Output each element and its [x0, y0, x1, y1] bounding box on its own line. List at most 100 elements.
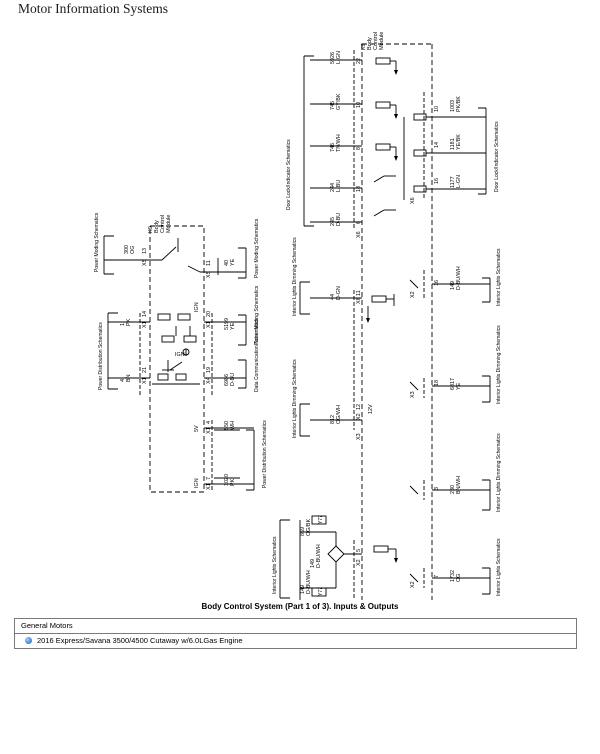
- rm-lconn-0: X6: [356, 231, 362, 238]
- rm-rpin-5: 3: [434, 487, 440, 490]
- lm-wire-id-4: 5199: [224, 318, 230, 330]
- rm-lwire-color-4: D-BU: [336, 213, 342, 226]
- lm-ref-0: Power Moding Schematics: [94, 212, 100, 272]
- diode-label-0: Y77: [318, 515, 324, 524]
- wiring-diagram: K9 Body Control Module X5 X5 X1 X1 X1 X4…: [94, 32, 502, 600]
- rm-lwire-id-6: 812: [330, 415, 336, 424]
- lm-wire-color-5: D-BU: [230, 373, 236, 386]
- rm-rwire-id-0: 1003: [450, 100, 456, 112]
- rm-lconn-4: X2: [356, 559, 362, 566]
- rm-lwire-id-4: 245: [330, 217, 336, 226]
- rm-lconn-3: X3: [356, 433, 362, 440]
- rm-rwire-color-2: L-GN: [456, 175, 462, 188]
- lm-ref-5: Power Distribution Schematics: [262, 420, 268, 488]
- rm-ref-7: Interior Lights Dimming Schematics: [496, 433, 502, 512]
- rm-lconn-2: X2: [356, 413, 362, 420]
- diode-wire-id-0: 869: [300, 527, 306, 536]
- rm-lpin-3: 18: [356, 186, 362, 192]
- rm-rwire-id-6: 1732: [450, 570, 456, 582]
- rm-lwire-id-0: 5926: [330, 52, 336, 64]
- lm-wire-color-3: BN: [126, 374, 132, 382]
- lm-pin-0: 13: [142, 248, 148, 254]
- rm-rwire-color-0: PK/BK: [456, 96, 462, 112]
- lm-pin-3: 21: [142, 367, 148, 373]
- vehicle-info-box: General Motors 2016 Express/Savana 3500/…: [14, 618, 577, 649]
- lm-wire-color-6: WH: [230, 421, 236, 430]
- lm-pin-2: 14: [142, 311, 148, 317]
- rm-rpin-3: 16: [434, 280, 440, 286]
- rm-ref-3: Interior Lights Dimming Schematics: [292, 359, 298, 438]
- lm-label-ign-1: IGN: [194, 302, 200, 312]
- rm-lwire-color-0: L-GN: [336, 51, 342, 64]
- rm-ref-1: Door Lock/Indicator Schematics: [494, 121, 500, 192]
- right-module-name-1: K9: [361, 43, 367, 50]
- lm-wire-color-0: OG: [130, 246, 136, 254]
- lm-pin-5: 19: [206, 367, 212, 373]
- lm-conn-1: X5: [206, 271, 212, 278]
- diode-label-1: Y77: [318, 587, 324, 596]
- rm-lwire-id-2: 746: [330, 143, 336, 152]
- lm-wire-color-4: YE: [230, 322, 236, 330]
- rm-ref-4: Interior Lights Schematics: [496, 248, 502, 306]
- lm-pin-4: 20: [206, 311, 212, 317]
- lm-conn-4: X1: [206, 321, 212, 328]
- rm-rpin-1: 14: [434, 142, 440, 148]
- rm-lwire-id-7: 149: [310, 559, 316, 568]
- rm-lwire-color-1: GY/BK: [336, 93, 342, 110]
- lm-pin-1: 11: [206, 260, 212, 266]
- lm-pin-6: 4: [206, 421, 212, 424]
- diode-wire-color-0: OG/BK: [306, 519, 312, 536]
- rm-lpin-0: 22: [356, 58, 362, 64]
- rm-rwire-color-6: OG: [456, 574, 462, 582]
- rm-lwire-color-6: OG/WH: [336, 405, 342, 424]
- right-module-name-3: Control: [373, 32, 379, 50]
- rm-rwire-id-5: 230: [450, 485, 456, 494]
- rm-rconn-0: X6: [410, 197, 416, 204]
- rm-rpin-6: 7: [434, 575, 440, 578]
- rm-rpin-2: 16: [434, 178, 440, 184]
- rm-rwire-color-4: YE: [456, 382, 462, 390]
- lm-conn-5: X4: [206, 377, 212, 384]
- manufacturer-row: General Motors: [15, 619, 576, 634]
- left-module-name-2: Body: [154, 220, 160, 233]
- lm-conn-2: X1: [142, 321, 148, 328]
- vehicle-label[interactable]: 2016 Express/Savana 3500/4500 Cutaway w/…: [37, 636, 243, 645]
- lm-ref-1: Power Moding Schematics: [254, 218, 260, 278]
- rm-lwire-id-5: 44: [330, 294, 336, 300]
- lm-wire-id-0: 300: [124, 245, 130, 254]
- rm-ref-5: Interior Lights Schematics: [272, 536, 278, 594]
- rm-lconn-1: X6: [356, 297, 362, 304]
- rm-ref-0: Door Lock/Indicator Schematics: [286, 139, 292, 210]
- rm-lpin-6: 12: [356, 404, 362, 410]
- diagram-caption: Body Control System (Part 1 of 3). Input…: [201, 602, 399, 611]
- rm-rpin-4: 18: [434, 380, 440, 386]
- rm-lpin-2: 8: [356, 147, 362, 150]
- lm-conn-7: X1: [206, 483, 212, 490]
- lm-label-5v: 5V: [194, 425, 200, 432]
- rm-ref-8: Interior Lights Schematics: [496, 538, 502, 596]
- rm-rwire-color-5: BN/WH: [456, 476, 462, 494]
- right-module-name-2: Body: [367, 37, 373, 50]
- lm-conn-0: X5: [142, 259, 148, 266]
- rm-rwire-color-1: YE/BK: [456, 134, 462, 150]
- lm-conn-6: X1: [206, 427, 212, 434]
- rm-ref-6: Interior Lights Dimming Schematics: [496, 325, 502, 404]
- rm-lwire-id-1: 745: [330, 101, 336, 110]
- page-header: Motor Information Systems: [18, 1, 168, 16]
- rm-voltage: 12V: [368, 404, 374, 414]
- lm-wire-color-1: YE: [230, 258, 236, 266]
- globe-icon: [25, 637, 32, 645]
- rm-rconn-1: X2: [410, 291, 416, 298]
- rm-lpin-1: 10: [356, 102, 362, 108]
- rm-lwire-color-2: TN/WH: [336, 134, 342, 152]
- vehicle-row[interactable]: 2016 Express/Savana 3500/4500 Cutaway w/…: [15, 634, 576, 648]
- rm-lwire-color-3: L-BU: [336, 180, 342, 192]
- lm-wire-id-2: 1: [120, 323, 126, 326]
- rm-rwire-id-2: 1177: [450, 176, 456, 188]
- lm-label-ign-0: IGN: [175, 352, 185, 358]
- rm-rwire-color-3: D-BU/WH: [456, 266, 462, 290]
- lm-conn-3: X1: [142, 377, 148, 384]
- lm-wire-id-7: 1020: [224, 474, 230, 486]
- lm-wire-color-7: PK: [230, 478, 236, 486]
- rm-rwire-id-3: 149: [450, 281, 456, 290]
